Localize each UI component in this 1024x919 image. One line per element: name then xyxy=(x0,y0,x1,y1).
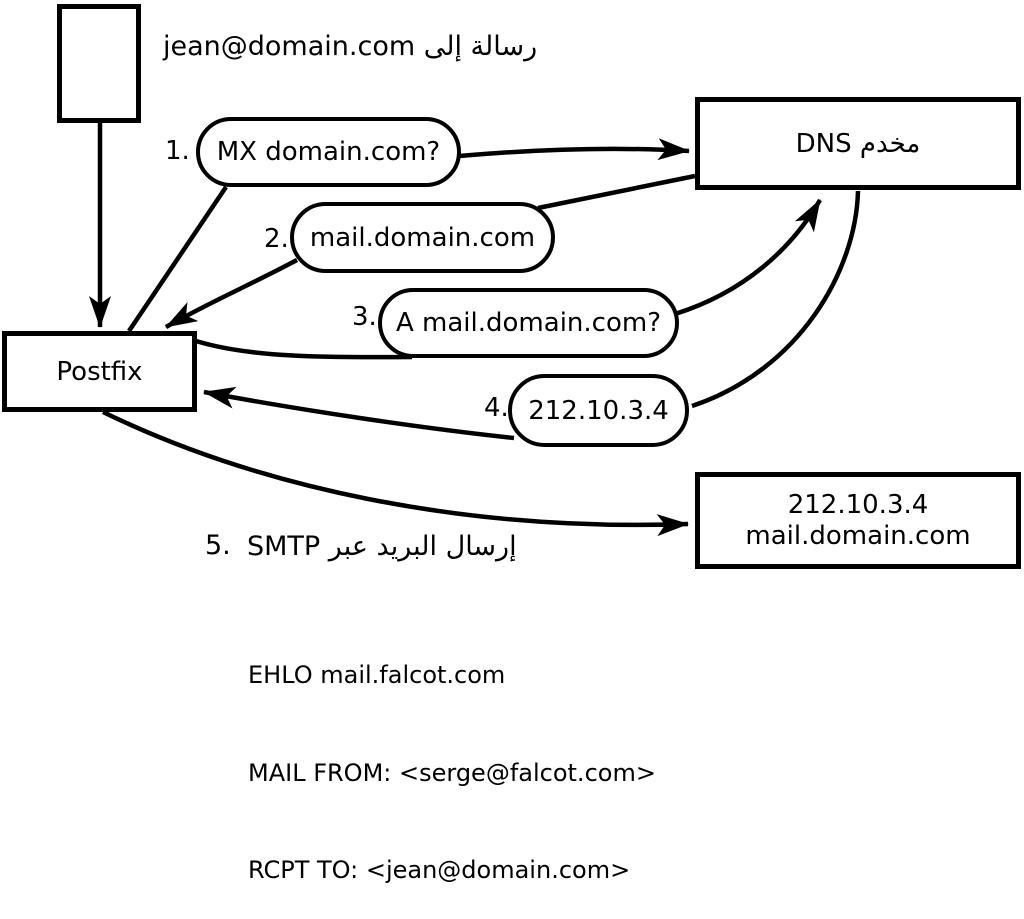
transcript-line: EHLO mail.falcot.com xyxy=(248,661,506,689)
postfix-box: Postfix xyxy=(2,331,197,412)
transcript-line: RCPT TO: <jean@domain.com> xyxy=(248,856,631,884)
step-number-3: 3. xyxy=(352,302,377,332)
query-pill-a-record: A mail.domain.com? xyxy=(378,288,679,358)
query-pill-mx-text: MX domain.com? xyxy=(216,137,441,167)
dns-server-box: مخدم DNS xyxy=(695,97,1021,190)
response-pill-ip-text: 212.10.3.4 xyxy=(528,395,669,426)
query-pill-mx: MX domain.com? xyxy=(196,117,461,187)
step-number-2: 2. xyxy=(264,224,289,254)
destination-server-box: 212.10.3.4 mail.domain.com xyxy=(695,472,1021,569)
arrow-pill1-to-dns xyxy=(458,138,690,161)
response-pill-mx-text: mail.domain.com xyxy=(309,222,536,253)
smtp-send-label: إرسال البريد عبر SMTP xyxy=(247,531,517,562)
response-pill-ip: 212.10.3.4 xyxy=(508,374,689,447)
step-number-4: 4. xyxy=(484,393,509,423)
query-pill-a-record-text: A mail.domain.com? xyxy=(396,308,661,338)
smtp-transcript: EHLO mail.falcot.com MAIL FROM: <serge@f… xyxy=(248,594,656,919)
arrow-pill4-to-postfix xyxy=(203,386,515,441)
arrow-pill2-to-postfix xyxy=(164,258,299,329)
arrow-postfix-to-result xyxy=(102,409,689,537)
message-to-label: رسالة إلى jean@domain.com xyxy=(163,31,538,62)
line-postfix-to-pill3 xyxy=(195,338,413,360)
response-pill-mx: mail.domain.com xyxy=(290,202,555,273)
arrow-pill3-to-dns xyxy=(674,198,822,317)
step-number-5: 5. xyxy=(205,530,231,561)
message-source-box xyxy=(57,4,141,123)
step-number-1: 1. xyxy=(165,136,190,166)
transcript-line: MAIL FROM: <serge@falcot.com> xyxy=(248,758,656,787)
destination-hostname: mail.domain.com xyxy=(745,520,971,551)
line-dns-to-pill4 xyxy=(691,190,861,409)
postfix-label: Postfix xyxy=(56,356,143,387)
destination-ip: 212.10.3.4 xyxy=(787,489,929,520)
dns-server-label: مخدم DNS xyxy=(795,128,921,159)
line-dns-to-pill2 xyxy=(537,173,696,211)
line-postfix-to-pill1 xyxy=(127,185,228,333)
